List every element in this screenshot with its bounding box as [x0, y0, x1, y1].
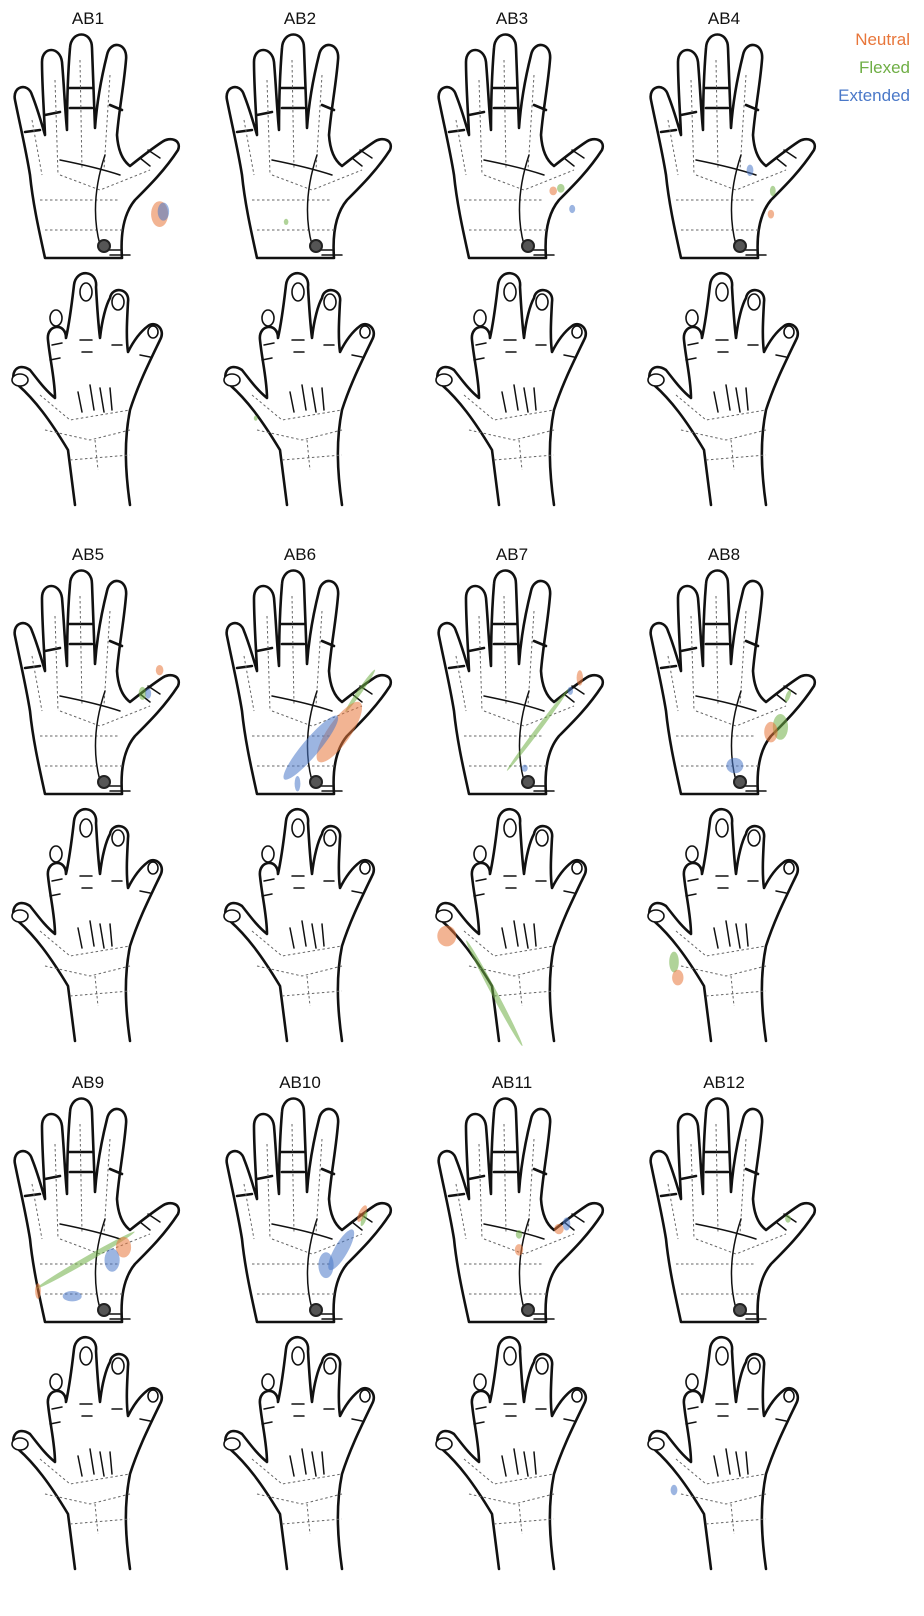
- panel-title: AB5: [72, 545, 104, 564]
- palm-extended-region: [295, 776, 301, 791]
- panel-ab3: AB3: [436, 9, 603, 505]
- back-flexed-region: [254, 416, 258, 421]
- panel-title: AB3: [496, 9, 528, 28]
- palm-extended-region: [158, 203, 169, 221]
- panel-ab12: AB12: [648, 1073, 815, 1569]
- panel-ab7: AB7: [436, 545, 603, 1047]
- palm-extended-region: [63, 1291, 82, 1301]
- panel-ab6: AB6: [224, 545, 391, 1041]
- panel-ab11: AB11: [436, 1073, 603, 1569]
- palm-neutral-region: [768, 210, 774, 219]
- panel-title: AB8: [708, 545, 740, 564]
- palm-extended-region: [145, 688, 151, 698]
- panel-ab1: AB1: [12, 9, 179, 505]
- panel-ab4: AB4: [648, 9, 815, 505]
- palm-hand-drawing: [439, 1099, 603, 1323]
- palm-neutral-region: [764, 722, 777, 743]
- palm-neutral-region: [35, 1283, 41, 1298]
- legend: Neutral Flexed Extended: [838, 26, 910, 110]
- panel-title: AB1: [72, 9, 104, 28]
- back-neutral-region: [672, 970, 683, 986]
- palm-hand-drawing: [439, 35, 603, 259]
- legend-neutral: Neutral: [838, 26, 910, 54]
- palm-flexed-region: [139, 687, 147, 700]
- palm-extended-region: [569, 205, 575, 213]
- legend-flexed: Flexed: [838, 54, 910, 82]
- panel-title: AB12: [703, 1073, 745, 1092]
- panel-title: AB10: [279, 1073, 321, 1092]
- legend-extended: Extended: [838, 82, 910, 110]
- palm-hand-drawing: [651, 1099, 815, 1323]
- palm-hand-drawing: [15, 35, 179, 259]
- back-hand-drawing: [436, 273, 586, 505]
- panel-title: AB9: [72, 1073, 104, 1092]
- palm-extended-region: [105, 1249, 120, 1272]
- panel-ab2: AB2: [224, 9, 391, 505]
- palm-flexed-region: [284, 219, 289, 225]
- back-neutral-region: [437, 926, 456, 947]
- back-hand-drawing: [12, 1337, 162, 1569]
- palm-flexed-region: [557, 184, 565, 193]
- palm-flexed-region: [505, 687, 571, 772]
- back-hand-drawing: [648, 273, 798, 505]
- palm-extended-region: [726, 758, 743, 773]
- palm-extended-region: [522, 765, 528, 772]
- panel-title: AB11: [492, 1073, 532, 1092]
- back-hand-drawing: [648, 809, 798, 1041]
- back-flexed-region: [669, 952, 679, 973]
- palm-neutral-region: [156, 665, 164, 675]
- back-hand-drawing: [436, 1337, 586, 1569]
- panel-title: AB7: [496, 545, 528, 564]
- palm-extended-region: [563, 1218, 571, 1231]
- palm-hand-drawing: [227, 35, 391, 259]
- panel-ab5: AB5: [12, 545, 179, 1041]
- palm-flexed-region: [770, 186, 776, 196]
- back-hand-drawing: [436, 809, 586, 1041]
- back-hand-drawing: [224, 1337, 374, 1569]
- panel-title: AB6: [284, 545, 316, 564]
- back-hand-drawing: [224, 809, 374, 1041]
- back-flexed-region: [464, 939, 525, 1047]
- palm-flexed-region: [516, 1230, 522, 1239]
- palm-extended-region: [568, 687, 573, 695]
- palm-neutral-region: [549, 187, 557, 196]
- palm-extended-region: [318, 1252, 333, 1278]
- back-hand-drawing: [224, 273, 374, 505]
- back-hand-drawing: [12, 809, 162, 1041]
- palm-flexed-region: [785, 1215, 791, 1223]
- palm-hand-drawing: [651, 35, 815, 259]
- panel-title: AB4: [708, 9, 740, 28]
- palm-neutral-region: [554, 1224, 564, 1234]
- back-hand-drawing: [12, 273, 162, 505]
- palm-extended-region: [747, 165, 754, 176]
- panel-ab9: AB9: [12, 1073, 179, 1569]
- palm-neutral-region: [515, 1244, 523, 1255]
- panel-ab10: AB10: [224, 1073, 391, 1569]
- back-extended-region: [671, 1485, 678, 1495]
- panel-title: AB2: [284, 9, 316, 28]
- palm-hand-drawing: [15, 571, 179, 795]
- panel-ab8: AB8: [648, 545, 815, 1041]
- back-hand-drawing: [648, 1337, 798, 1569]
- palm-neutral-region: [577, 670, 583, 685]
